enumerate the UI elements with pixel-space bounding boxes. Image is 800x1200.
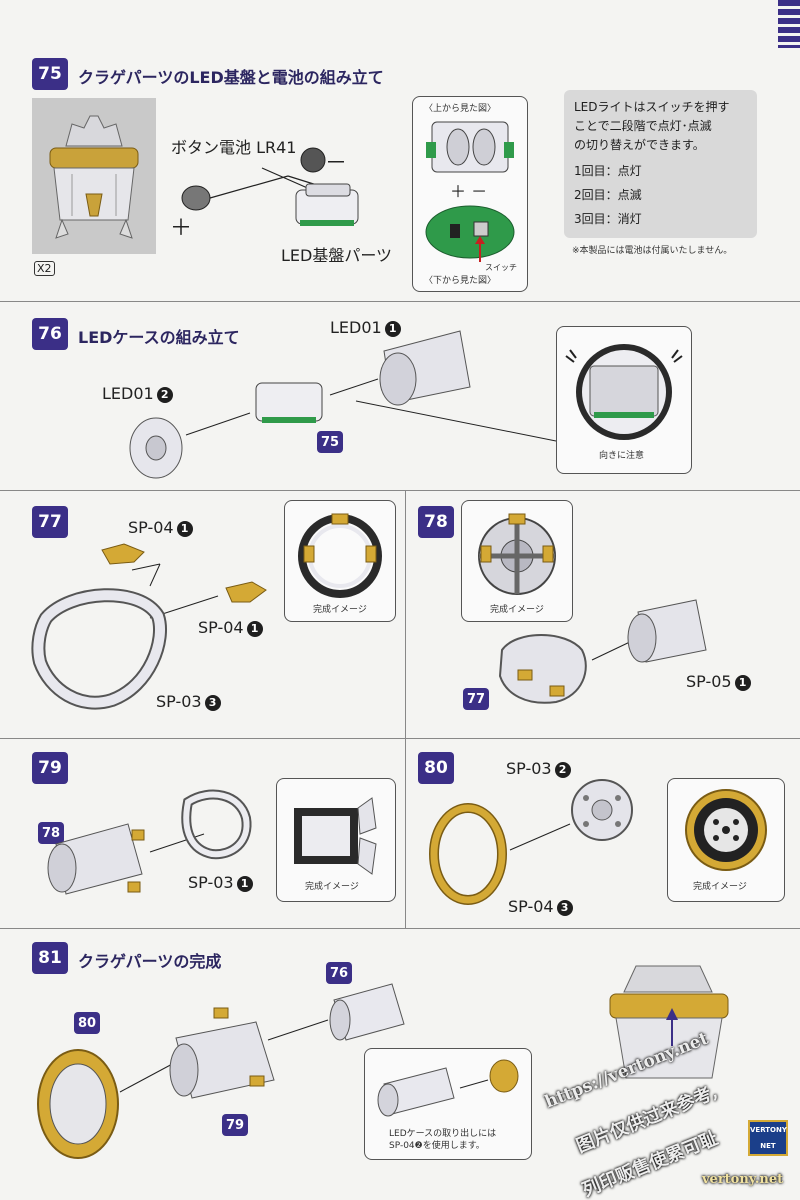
polarity-label: ＋ －: [450, 182, 488, 201]
sp05-assembly-art: [498, 599, 707, 704]
mode-line: 1回目：点灯: [574, 164, 642, 178]
column-divider: [405, 490, 406, 928]
led-case-assembly-art: [129, 330, 557, 479]
removal-tip-line-2: SP-04❷を使用します。: [389, 1141, 485, 1151]
step-title-76: LEDケースの組み立て: [78, 328, 240, 347]
final-assembly-art: [37, 965, 729, 1159]
removal-tip-line-1: LEDケースの取り出しには: [389, 1129, 497, 1139]
step-title-81: クラゲパーツの完成: [78, 952, 222, 971]
step-badge-80: 80: [418, 752, 454, 784]
completed-ring-art-77: [298, 513, 382, 598]
top-view-caption: 〈上から見た図〉: [424, 104, 497, 114]
orientation-caption: 向きに注意: [599, 451, 645, 461]
section-divider: [0, 738, 800, 739]
ref-badge-78: 78: [38, 822, 64, 844]
completed-caption-78: 完成イメージ: [490, 605, 544, 615]
watermark-logo-text: VERTONY: [750, 1126, 787, 1134]
board-views-art: [425, 121, 515, 262]
led-board-label: LED基盤パーツ: [281, 246, 393, 265]
board-views-box: [412, 96, 528, 292]
completed-art-79: [294, 797, 377, 875]
mode-line: 2回目：点滅: [574, 188, 642, 202]
step-badge-79: 79: [32, 752, 68, 784]
quantity-mark: X2: [34, 261, 55, 276]
section-divider: [0, 490, 800, 491]
step-title-75: クラゲパーツのLED基盤と電池の組み立て: [78, 68, 384, 87]
step-badge-75: 75: [32, 58, 68, 90]
step-badge-77: 77: [32, 506, 68, 538]
info-line: ことで二段階で点灯･点滅: [574, 119, 712, 133]
section-divider: [0, 301, 800, 302]
ref-badge-79: 79: [222, 1114, 248, 1136]
ref-badge-77: 77: [463, 688, 489, 710]
edge-stripe: [778, 0, 800, 48]
battery-assembly-art: [181, 147, 359, 226]
watermark-site: vertony.net: [702, 1172, 784, 1187]
ref-badge-76: 76: [326, 962, 352, 984]
mode-line: 3回目：消灯: [574, 212, 642, 226]
sp03-assembly-art: [47, 789, 252, 895]
step-badge-78: 78: [418, 506, 454, 538]
info-line: の切り替えができます。: [574, 138, 705, 152]
step-badge-81: 81: [32, 942, 68, 974]
info-line: LEDライトはスイッチを押す: [574, 100, 730, 114]
completed-caption-77: 完成イメージ: [313, 605, 367, 615]
bottom-view-caption: 〈下から見た図〉: [424, 276, 497, 286]
gold-ring-assembly-art: [429, 779, 633, 905]
completed-caption-79: 完成イメージ: [305, 882, 359, 892]
completed-ring-art-78: [478, 513, 556, 595]
battery-note: ※本製品には電池は付属いたしません。: [572, 246, 733, 256]
watermark-logo: VERTONY NET: [748, 1120, 788, 1156]
minus-sign: －: [325, 151, 348, 176]
orientation-art: [565, 344, 683, 440]
watermark-logo-sub: NET: [760, 1142, 776, 1150]
jellyfish-part-photo: [32, 98, 156, 254]
ring-assembly-art: [31, 543, 267, 710]
jellyfish-photo-art: [49, 115, 139, 239]
removal-tip-art: [377, 1059, 519, 1117]
ref-badge-80: 80: [74, 1012, 100, 1034]
led-info-box: LEDライトはスイッチを押す ことで二段階で点灯･点滅 の切り替えができます。 …: [564, 90, 757, 238]
completed-art-80: [685, 789, 767, 871]
plus-sign: ＋: [170, 216, 193, 241]
completed-caption-80: 完成イメージ: [693, 882, 747, 892]
ref-badge-75: 75: [317, 431, 343, 453]
switch-caption: スイッチ: [485, 263, 517, 272]
battery-label: ボタン電池 LR41: [171, 138, 297, 157]
step-badge-76: 76: [32, 318, 68, 350]
section-divider: [0, 928, 800, 929]
